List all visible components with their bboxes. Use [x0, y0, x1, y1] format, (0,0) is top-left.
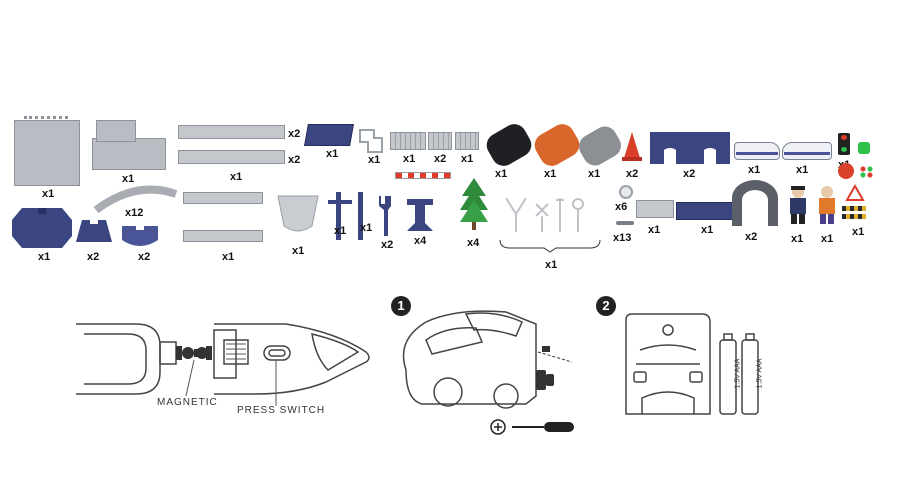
qty-post: x1	[334, 225, 347, 237]
tunnel-icon	[732, 180, 778, 226]
qty-curve-track: x12	[125, 207, 144, 219]
qty-fence-2: x2	[434, 153, 447, 165]
tree-icon	[460, 178, 488, 230]
qty-tree: x4	[467, 237, 480, 249]
qty-car-orange: x1	[544, 168, 557, 180]
battery-label-2: 1.5V AAA	[756, 358, 764, 389]
tile-small-icon	[76, 220, 112, 242]
qty-tile-small: x2	[87, 251, 100, 263]
qty-screw: x13	[613, 232, 632, 244]
signal-dots	[860, 166, 874, 178]
sign-set-icon	[505, 197, 584, 232]
train-car-2-stripe	[784, 152, 830, 155]
qty-figure-worker: x1	[821, 233, 834, 245]
qty-base-plate: x1	[42, 188, 55, 200]
warning-sign-icon	[845, 183, 865, 201]
qty-straight-pair: x1	[222, 251, 235, 263]
qty-small-bracket: x1	[368, 154, 381, 166]
qty-tunnel: x2	[745, 231, 758, 243]
qty-round-plate: x1	[38, 251, 51, 263]
qty-post-2: x1	[360, 222, 373, 234]
train-car-2	[782, 142, 832, 160]
post-icon	[328, 192, 352, 240]
fence-2	[428, 132, 452, 150]
striped-sign-1	[842, 206, 866, 211]
qty-pylon-support: x4	[414, 235, 427, 247]
navy-panel	[676, 202, 736, 220]
qty-train-car-2: x1	[796, 164, 809, 176]
qty-figure-police: x1	[791, 233, 804, 245]
press-switch-label: PRESS SWITCH	[237, 405, 326, 416]
step-2-badge: 2	[596, 296, 616, 316]
qty-tile-pad: x2	[138, 251, 151, 263]
car-black	[482, 119, 536, 171]
qty-navy-panel: x1	[701, 224, 714, 236]
shield-piece-icon	[277, 195, 319, 232]
tile-pad-icon	[122, 226, 158, 246]
step-2-battery-diagram	[625, 313, 759, 415]
qty-fence-1: x1	[403, 153, 416, 165]
qty-train-car-1: x1	[748, 164, 761, 176]
traffic-light-2	[858, 142, 870, 154]
qty-car-silver: x1	[588, 168, 601, 180]
platform-large-top	[96, 120, 136, 142]
barrier-arm	[395, 172, 451, 179]
qty-sign-set: x1	[545, 259, 558, 271]
qty-track-switch: x2	[288, 128, 301, 140]
magnetic-label: MAGNETIC	[157, 397, 218, 408]
ramp-piece	[636, 200, 674, 218]
train-car-1-stripe	[736, 152, 778, 155]
car-orange	[530, 119, 584, 171]
post-2-icon	[358, 192, 363, 240]
qty-ramp-piece: x1	[648, 224, 661, 236]
qty-wrench-piece: x2	[381, 239, 394, 251]
battery-label-1: 1.5V AAA	[734, 358, 742, 389]
traffic-light-red	[841, 135, 847, 140]
qty-bridge-arch: x2	[683, 168, 696, 180]
figure-police-icon	[790, 186, 806, 224]
qty-platform-large: x1	[122, 173, 135, 185]
straight-pair-b	[183, 230, 263, 242]
car-silver	[574, 122, 626, 170]
traffic-light-green	[841, 147, 847, 152]
magnetic-coupling-diagram	[76, 323, 370, 406]
sign-set-brace	[499, 239, 601, 253]
fence-1	[390, 132, 426, 150]
pylon-support-icon	[407, 199, 433, 231]
straight-pair-a	[183, 192, 263, 204]
cone-icon	[622, 132, 642, 161]
base-plate-notches	[24, 116, 68, 125]
qty-fence-3: x1	[461, 153, 474, 165]
small-bracket-icon	[359, 129, 383, 153]
bridge-arch-icon	[650, 132, 730, 164]
screwdriver-icon	[490, 419, 574, 435]
step-1-train-diagram	[402, 310, 573, 409]
qty-shield-piece: x1	[292, 245, 305, 257]
base-plate	[14, 120, 80, 186]
track-straight-long	[178, 150, 285, 164]
stop-sign-icon	[838, 163, 854, 179]
figure-worker-icon	[819, 186, 835, 224]
curve-track-icon	[93, 185, 178, 214]
fence-3	[455, 132, 479, 150]
qty-car-black: x1	[495, 168, 508, 180]
train-car-1	[734, 142, 780, 160]
qty-washer: x6	[615, 201, 628, 213]
striped-sign-2	[842, 214, 866, 219]
platform-large	[92, 138, 166, 170]
qty-signs-misc: x1	[852, 226, 865, 238]
qty-solar-panel: x1	[326, 148, 339, 160]
qty-cone: x2	[626, 168, 639, 180]
qty-track-straight-long: x2	[288, 154, 301, 166]
washer	[619, 185, 633, 199]
solar-panel	[304, 124, 354, 146]
wrench-piece-icon	[379, 196, 391, 236]
qty-track-pair: x1	[230, 171, 243, 183]
screw	[616, 221, 634, 225]
track-switch	[178, 125, 285, 139]
step-1-badge: 1	[391, 296, 411, 316]
round-plate-icon	[12, 208, 72, 248]
